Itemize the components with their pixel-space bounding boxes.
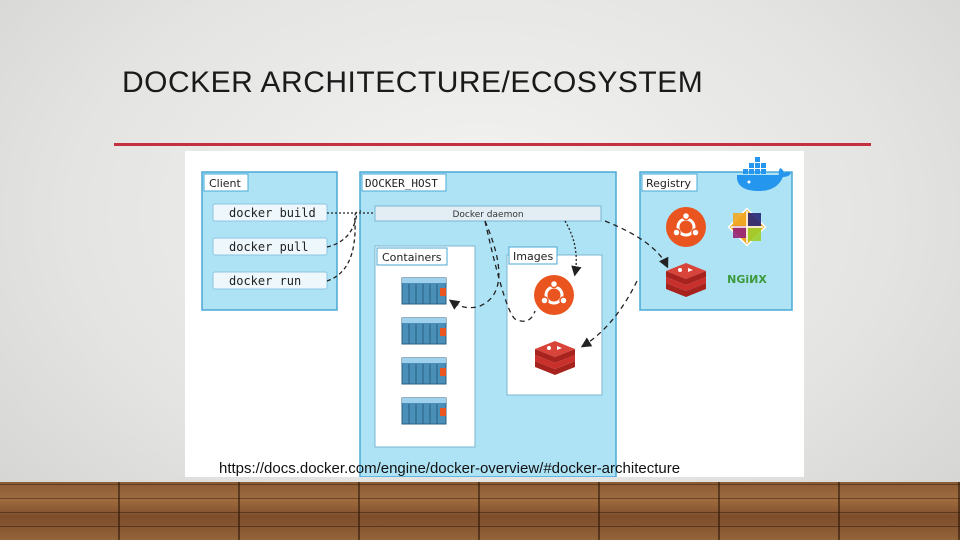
command-run-label: docker run [229, 274, 301, 288]
docker-whale-icon [737, 157, 791, 191]
registry-to-images-arrow [580, 280, 638, 348]
container-icon-1 [401, 277, 447, 305]
daemon-to-registry-arrow [604, 220, 669, 269]
images-label: Images [513, 250, 553, 263]
wood-floor-background [0, 482, 960, 540]
client-label: Client [209, 177, 242, 190]
source-link[interactable]: https://docs.docker.com/engine/docker-ov… [219, 460, 681, 477]
command-build-label: docker build [229, 206, 316, 220]
registry-ubuntu-icon [664, 205, 708, 249]
docker-daemon-bar: Docker daemon [374, 205, 602, 222]
client-command-run[interactable]: docker run [212, 271, 328, 290]
registry-label: Registry [646, 177, 692, 190]
client-panel: Client docker build docker pull docker r… [201, 171, 338, 311]
daemon-to-container-arrow [448, 220, 500, 310]
ubuntu-image-icon [532, 273, 576, 317]
nginx-logo: NGiИX [727, 273, 767, 286]
diagram-svg: Client docker build docker pull docker r… [185, 151, 804, 478]
docker-host-panel: DOCKER_HOST Docker daemon Containers Ima… [359, 171, 617, 478]
docker-host-label: DOCKER_HOST [365, 177, 438, 190]
title-divider [114, 143, 871, 146]
docker-daemon-label: Docker daemon [452, 210, 523, 220]
container-icon-4 [401, 397, 447, 425]
connection-lines [326, 210, 669, 348]
daemon-to-images-arrow [564, 220, 582, 277]
docker-architecture-diagram: Client docker build docker pull docker r… [185, 151, 804, 478]
pull-to-daemon-line [326, 212, 358, 248]
registry-panel: Registry NGiИX [639, 171, 793, 311]
centos-icon [727, 207, 767, 247]
container-icon-3 [401, 357, 447, 385]
container-icon-2 [401, 317, 447, 345]
client-command-build[interactable]: docker build [212, 203, 328, 222]
run-to-daemon-line [326, 210, 362, 282]
client-command-pull[interactable]: docker pull [212, 237, 328, 256]
containers-label: Containers [382, 251, 442, 264]
daemon-to-images-line [484, 220, 536, 322]
command-pull-label: docker pull [229, 240, 308, 254]
slide-title: DOCKER ARCHITECTURE/ECOSYSTEM [122, 66, 704, 99]
containers-box: Containers [374, 245, 476, 448]
images-box: Images [506, 246, 603, 396]
